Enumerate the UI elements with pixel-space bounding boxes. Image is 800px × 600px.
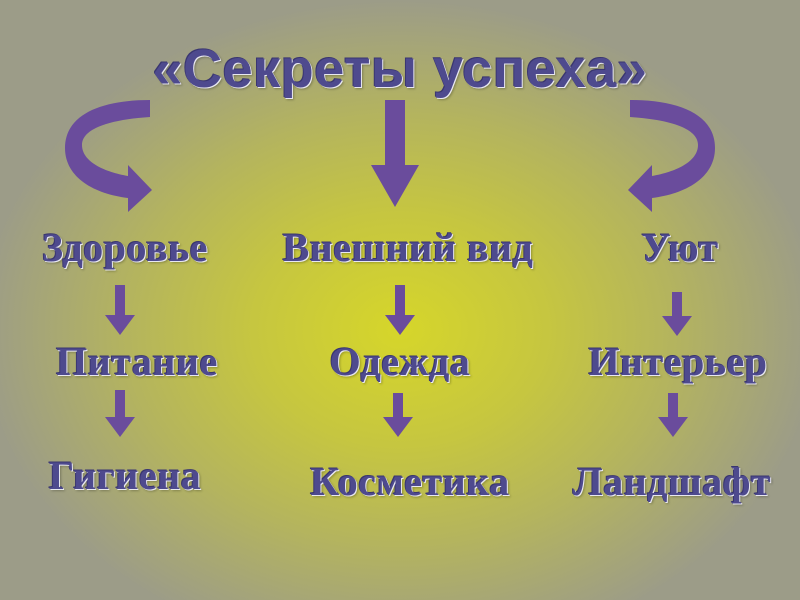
item-clothing: Одежда (329, 339, 471, 384)
down-arrow-center-icon (371, 100, 419, 207)
curved-arrow-right-icon (628, 100, 715, 212)
category-appearance: Внешний вид (282, 225, 534, 270)
curved-arrow-left-icon (65, 100, 152, 212)
down-arrow-icon (662, 292, 692, 336)
diagram-title: «Секреты успеха» (152, 39, 648, 99)
down-arrow-icon (105, 285, 135, 335)
category-health: Здоровье (41, 225, 209, 270)
down-arrow-icon (105, 390, 135, 437)
item-landscape: Ландшафт (572, 459, 772, 504)
item-interior: Интерьер (588, 339, 768, 384)
down-arrow-icon (385, 285, 415, 335)
down-arrow-icon (383, 393, 413, 437)
category-comfort: Уют (641, 225, 719, 270)
down-arrow-icon (658, 393, 688, 437)
item-hygiene: Гигиена (48, 453, 202, 498)
item-nutrition: Питание (56, 339, 218, 384)
item-cosmetics: Косметика (310, 459, 510, 504)
